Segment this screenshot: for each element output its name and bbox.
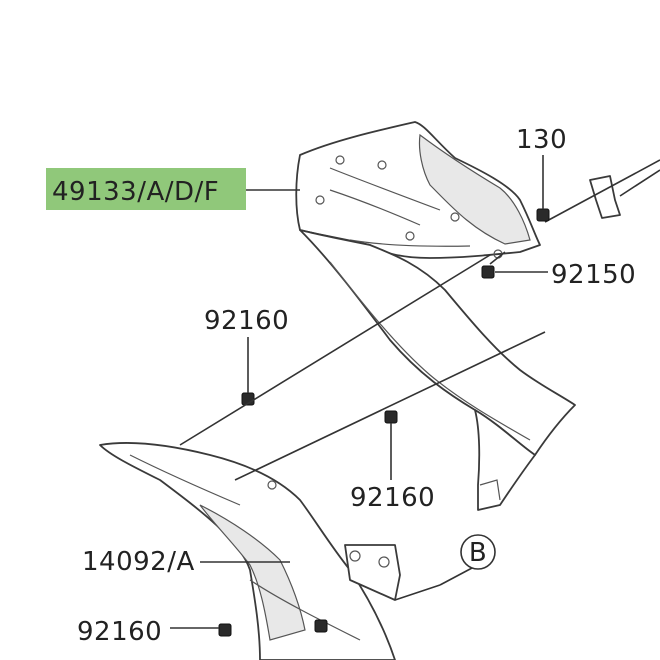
leader-lines [170,155,548,629]
fastener-clip-92160-middle [384,410,398,424]
fastener-nut-92150 [481,265,495,279]
part-number-highlight [46,168,246,210]
mount-bracket [544,159,660,223]
lower-cowl-panel [99,442,401,660]
label-clip-middle: 92160 [350,483,435,513]
side-fairing-panel [299,229,576,511]
reference-marker-b: B [460,534,496,570]
label-lower-cowl: 14092/A [82,547,195,577]
fastener-bolt-130 [536,208,550,222]
label-clip-bottom: 92160 [77,617,162,647]
label-main-part: 49133/A/D/F [52,177,219,207]
reference-marker-label: B [469,538,487,568]
label-nut-right: 92150 [551,260,636,290]
label-clip-left: 92160 [204,306,289,336]
label-bolt-top: 130 [516,125,567,155]
fastener-clip-92160-bottom [218,619,328,637]
